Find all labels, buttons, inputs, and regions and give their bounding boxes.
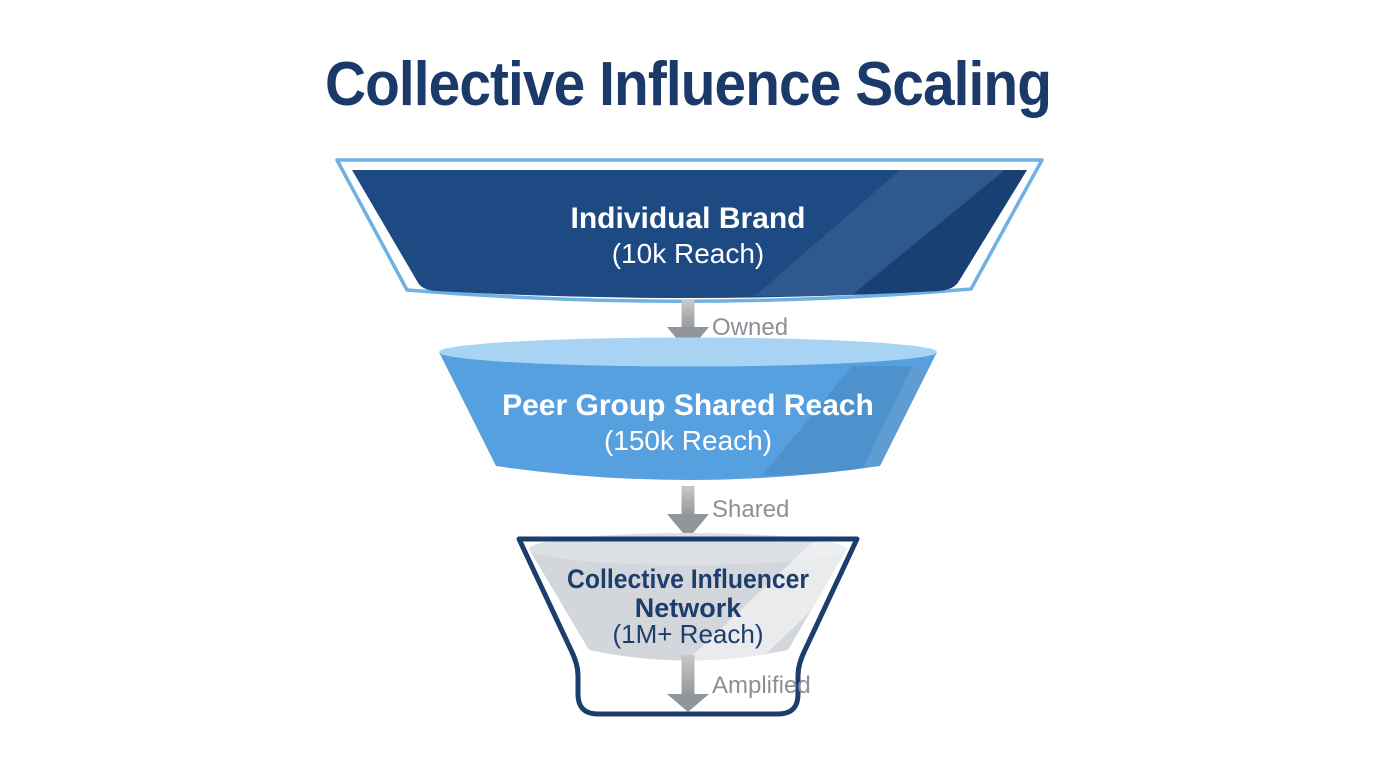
stage3-label-line2: Network: [635, 593, 743, 623]
stage1-label: Individual Brand: [570, 202, 805, 235]
flow-arrow-amplified: Amplified: [667, 655, 811, 712]
funnel-stage-individual-brand: Individual Brand (10k Reach): [335, 158, 1044, 303]
stage3-label-line1: Collective Influencer: [567, 564, 809, 594]
arrow-down-icon: [681, 300, 695, 330]
stage2-label: Peer Group Shared Reach: [502, 389, 874, 422]
flow-label-owned: Owned: [712, 314, 788, 341]
flow-arrow-shared: Shared: [667, 486, 789, 539]
stage1-sheen: [755, 170, 1027, 296]
stage2-shape: [439, 352, 937, 480]
funnel-stage-collective-network: Collective Influencer Network (1M+ Reach…: [516, 533, 860, 717]
funnel-stage-peer-group: Peer Group Shared Reach (150k Reach): [439, 337, 937, 480]
page-title: Collective Influence Scaling: [325, 50, 1051, 119]
arrow-down-icon: [667, 694, 709, 712]
stage2-reach: (150k Reach): [604, 425, 772, 456]
flow-label-amplified: Amplified: [712, 672, 811, 699]
stage1-shape: [352, 170, 1027, 298]
arrow-down-icon: [681, 655, 695, 696]
stage3-reach: (1M+ Reach): [613, 619, 764, 649]
stage1-outline: [335, 158, 1044, 303]
arrow-down-icon: [681, 486, 695, 516]
stage1-reach: (10k Reach): [612, 238, 765, 269]
arrow-down-icon: [667, 514, 709, 539]
stage3-outline: [516, 536, 860, 717]
stage2-top-surface: [439, 337, 937, 367]
flow-label-shared: Shared: [712, 496, 789, 523]
